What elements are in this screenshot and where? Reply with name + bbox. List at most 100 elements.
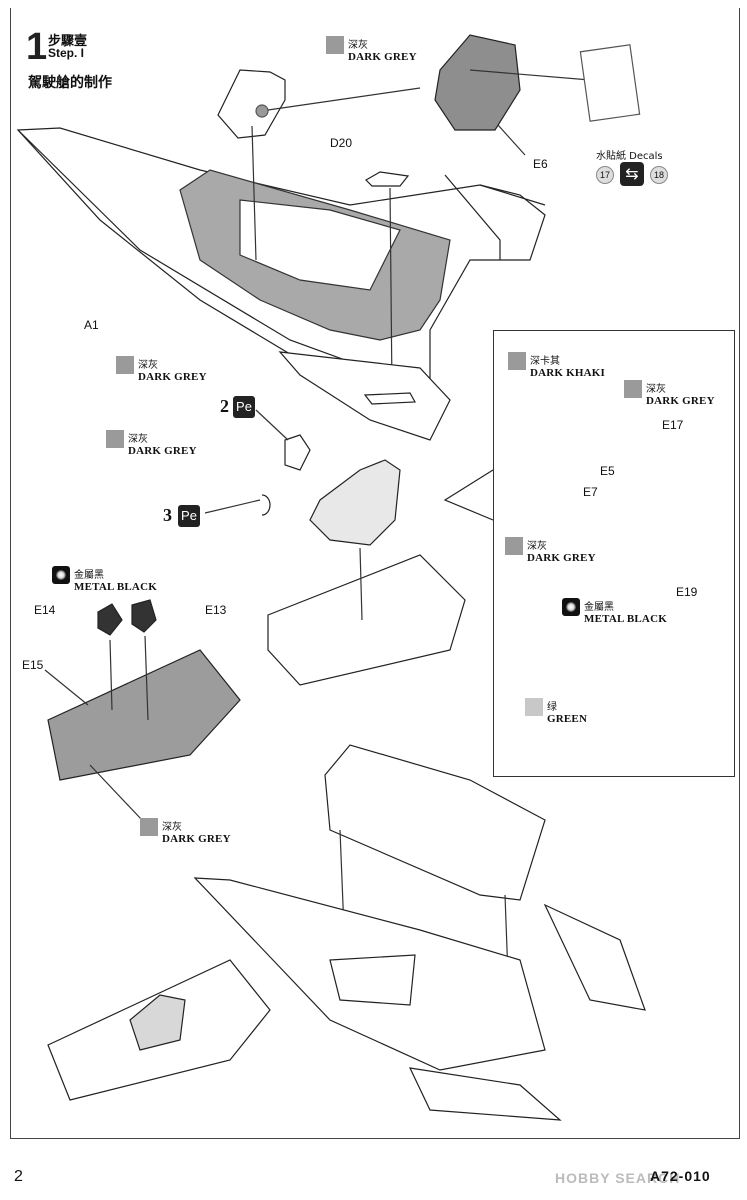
cockpit-opening — [239, 199, 401, 291]
lower-nose-slot — [363, 392, 416, 405]
arrow-e13 — [144, 635, 149, 721]
leader-bulkhead — [267, 87, 421, 111]
inset-pointer — [443, 469, 494, 521]
dark-grey-swatch — [505, 537, 523, 555]
canopy-shell — [324, 744, 546, 901]
cockpit-tub-right — [267, 554, 466, 686]
ejection-seat — [309, 459, 401, 546]
dark-grey-swatch — [116, 356, 134, 374]
label-e13: E13 — [205, 603, 227, 617]
color-en: DARK GREY — [527, 552, 596, 564]
leader-e15 — [44, 669, 89, 706]
page-frame — [10, 8, 740, 1139]
part-e6 — [434, 34, 521, 131]
color-en: DARK GREY — [162, 833, 231, 845]
arrow-e14 — [109, 639, 113, 711]
label-e7: E7 — [583, 485, 598, 499]
decal-17: 17 — [596, 166, 614, 184]
model-code: A72-010 — [650, 1168, 711, 1184]
page-number: 2 — [14, 1168, 23, 1185]
dark-grey-swatch — [140, 818, 158, 836]
decals-label: 水貼紙 Decals — [596, 151, 663, 162]
color-cn: 深灰 — [128, 434, 148, 445]
arrow-bulkhead — [251, 125, 257, 261]
swap-arrows-icon: ⇆ — [620, 162, 644, 186]
bulkhead-dot — [255, 104, 269, 118]
fuselage-final-tail — [543, 903, 646, 1011]
color-cn: 绿 — [547, 702, 557, 713]
leader-pe3 — [204, 499, 261, 514]
color-en: DARK GREY — [128, 445, 197, 457]
part-d20 — [365, 171, 410, 187]
label-d20: D20 — [330, 136, 353, 150]
leader-tub-grey — [89, 764, 143, 821]
color-en: METAL BLACK — [584, 613, 667, 625]
part-e14 — [97, 603, 123, 636]
pe-step-3-icon: Pe — [178, 505, 200, 527]
color-cn: 金屬黑 — [584, 602, 614, 613]
seat-finished — [129, 994, 186, 1051]
pe-ring — [261, 494, 271, 516]
dark-grey-swatch — [624, 380, 642, 398]
color-cn: 深灰 — [348, 40, 368, 51]
label-e6: E6 — [533, 157, 548, 171]
color-en: DARK KHAKI — [530, 367, 606, 379]
step-label-en: Step. I — [48, 46, 85, 60]
decal-sheet — [579, 44, 641, 122]
step-title: 駕駛艙的制作 — [28, 75, 112, 91]
bulkhead-part — [217, 69, 286, 139]
pe-step-2-number: 2 — [220, 396, 229, 416]
label-e19: E19 — [676, 585, 698, 599]
label-e15: E15 — [22, 658, 44, 672]
color-cn: 金屬黑 — [74, 570, 104, 581]
fuselage-final-opening — [329, 954, 416, 1006]
dark-grey-swatch — [106, 430, 124, 448]
color-en: DARK GREY — [348, 51, 417, 63]
color-en: METAL BLACK — [74, 581, 157, 593]
label-e14: E14 — [34, 603, 56, 617]
fuselage-a1-tail — [444, 174, 546, 260]
dark-grey-swatch — [326, 36, 344, 54]
leader-e6 — [497, 124, 526, 156]
step-label-cn: 步驟壹 — [48, 34, 88, 49]
lower-nose-piece — [278, 351, 451, 441]
color-cn: 深卡其 — [530, 356, 560, 367]
part-e13 — [131, 599, 157, 633]
arrow-d20 — [389, 187, 393, 391]
color-en: DARK GREY — [138, 371, 207, 383]
metal-black-swatch — [52, 566, 70, 584]
pe-step-3-number: 3 — [163, 505, 172, 525]
color-cn: 深灰 — [162, 822, 182, 833]
pe-harness — [284, 434, 311, 471]
pe-step-2-icon: Pe — [233, 396, 255, 418]
label-e17: E17 — [662, 418, 684, 432]
color-en: DARK GREY — [646, 395, 715, 407]
green-swatch — [525, 698, 543, 716]
leader-pe2 — [255, 409, 289, 441]
color-cn: 深灰 — [527, 541, 547, 552]
label-a1: A1 — [84, 318, 99, 332]
leader-decal — [469, 69, 591, 81]
label-e5: E5 — [600, 464, 615, 478]
arrow-seat — [359, 547, 363, 621]
nose-final — [408, 1067, 562, 1121]
color-en: GREEN — [547, 713, 588, 725]
dark-khaki-swatch — [508, 352, 526, 370]
metal-black-swatch — [562, 598, 580, 616]
color-cn: 深灰 — [646, 384, 666, 395]
color-cn: 深灰 — [138, 360, 158, 371]
step-number: 1 — [26, 26, 48, 68]
part-e15 — [47, 649, 241, 781]
decal-18: 18 — [650, 166, 668, 184]
watermark: HOBBY SEARCH — [555, 1170, 681, 1186]
